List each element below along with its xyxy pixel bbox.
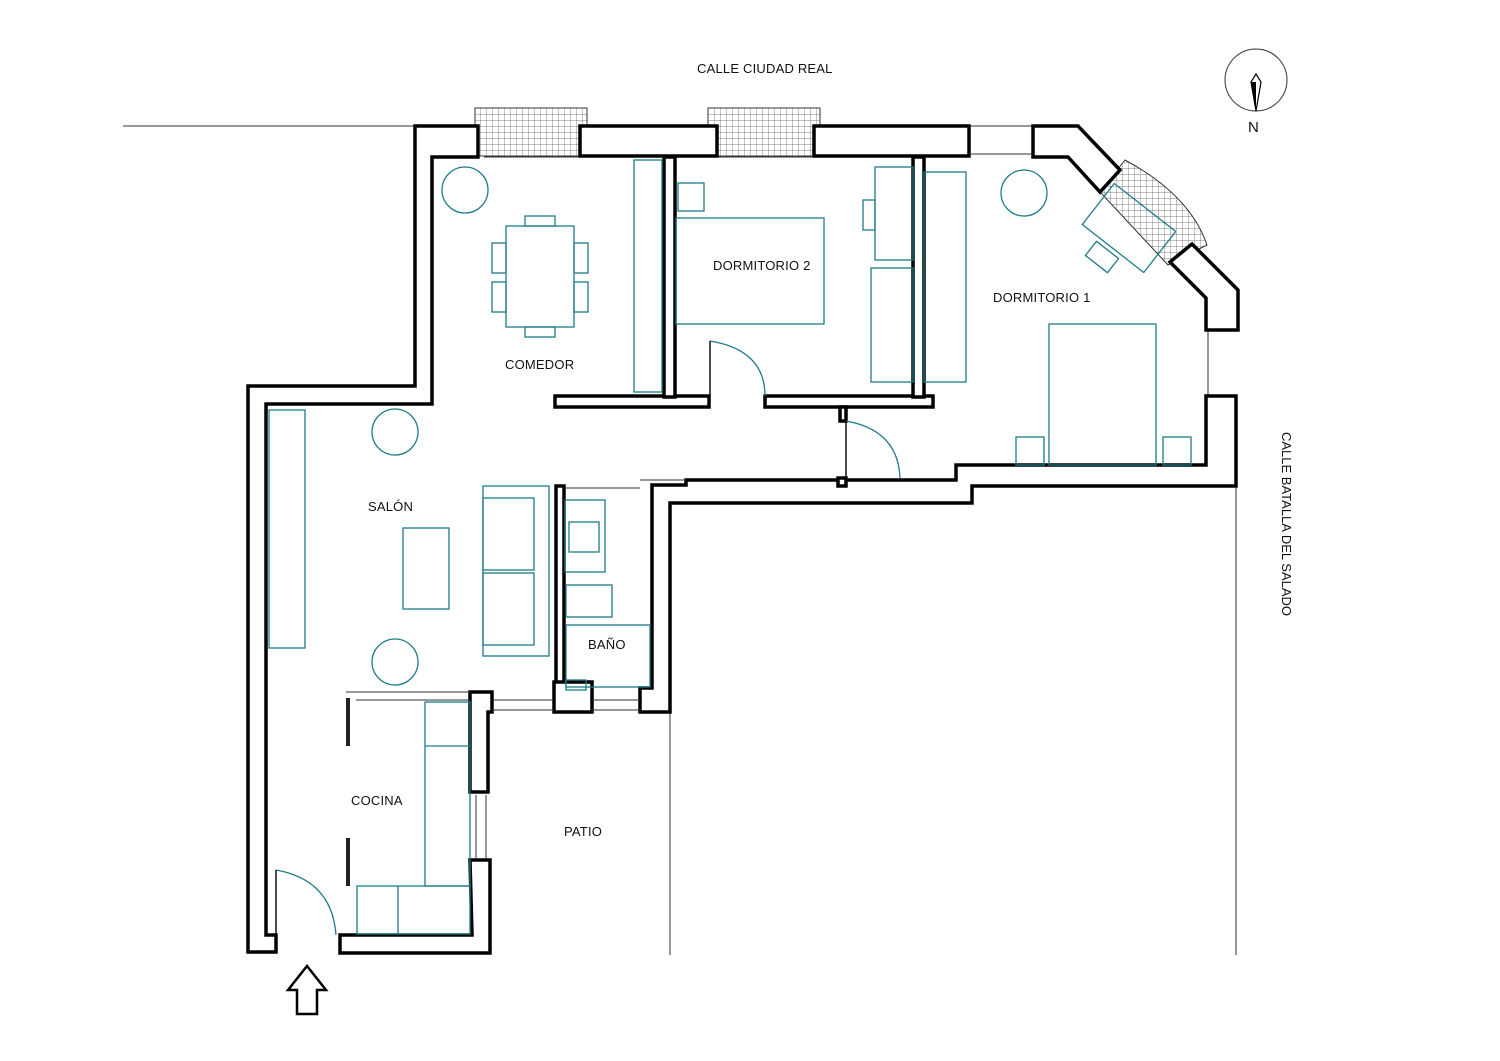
wall-left bbox=[246, 124, 480, 954]
compass-label: N bbox=[1248, 119, 1260, 136]
wall-stub bbox=[838, 405, 848, 423]
wall-top-1 bbox=[578, 124, 719, 158]
windows bbox=[475, 153, 1033, 858]
plot-lines bbox=[123, 125, 1237, 955]
room-label-cocina: COCINA bbox=[351, 793, 403, 808]
wall-stub-2 bbox=[836, 476, 848, 488]
wall-bano-left bbox=[554, 484, 566, 690]
room-label-salon: SALÓN bbox=[368, 499, 414, 514]
wall-ne-1 bbox=[1031, 124, 1123, 195]
bed-dormitorio-2 bbox=[675, 217, 825, 325]
counter-cocina-bottom bbox=[356, 885, 471, 935]
bed-dormitorio-1 bbox=[1048, 323, 1157, 466]
street-right-label: CALLE BATALLA DEL SALADO bbox=[1279, 432, 1294, 617]
street-top-label: CALLE CIUDAD REAL bbox=[697, 61, 833, 76]
room-label-patio: PATIO bbox=[564, 824, 603, 839]
wall-comedor-dorm2 bbox=[662, 155, 677, 399]
plant-salon-top bbox=[371, 408, 419, 456]
door-cocina-top bbox=[346, 698, 350, 746]
balcony-comedor bbox=[474, 107, 588, 157]
plant-comedor bbox=[441, 166, 489, 214]
balcony-dormitorio-1 bbox=[1099, 159, 1208, 266]
door-dormitorio-2 bbox=[709, 340, 766, 397]
balcony-dormitorio-2 bbox=[707, 107, 821, 157]
entrance-arrow-icon bbox=[285, 963, 329, 1016]
desk-dormitorio-1 bbox=[1081, 182, 1177, 274]
door-entrance bbox=[275, 869, 337, 936]
dining-table bbox=[505, 225, 575, 328]
room-label-comedor: COMEDOR bbox=[505, 357, 575, 372]
wall-cocina-bottom bbox=[338, 858, 492, 955]
door-cocina-bottom bbox=[346, 838, 350, 886]
counter-cocina bbox=[424, 701, 471, 887]
doors bbox=[275, 340, 901, 936]
sofa bbox=[482, 485, 550, 657]
wardrobe-dormitorio-1 bbox=[923, 171, 967, 383]
plant-salon-bottom bbox=[371, 638, 419, 686]
coffee-table bbox=[402, 527, 450, 610]
plant-dormitorio-1 bbox=[1000, 169, 1048, 217]
furniture bbox=[268, 159, 1192, 935]
wall-top-2 bbox=[812, 124, 971, 158]
wall-dorm2-dorm1 bbox=[911, 155, 926, 399]
tv-unit-salon bbox=[268, 409, 306, 649]
sink bbox=[565, 584, 613, 618]
wall-comedor-bottom bbox=[553, 394, 711, 409]
room-label-dormitorio-1: DORMITORIO 1 bbox=[993, 290, 1091, 305]
wall-right bbox=[638, 394, 1238, 714]
desk-dormitorio-2 bbox=[874, 166, 914, 261]
room-label-dormitorio-2: DORMITORIO 2 bbox=[713, 258, 811, 273]
room-label-bano: BAÑO bbox=[588, 637, 626, 652]
wardrobe-dormitorio-2 bbox=[870, 267, 914, 383]
door-dormitorio-1 bbox=[845, 420, 901, 479]
wall-cocina-right-top bbox=[468, 690, 494, 794]
walls bbox=[246, 124, 1240, 955]
wall-dorm-bottom bbox=[763, 394, 935, 409]
wall-ne-2 bbox=[1167, 241, 1240, 332]
bathtub bbox=[564, 499, 606, 573]
sideboard-comedor bbox=[633, 159, 663, 393]
compass bbox=[1224, 48, 1288, 112]
